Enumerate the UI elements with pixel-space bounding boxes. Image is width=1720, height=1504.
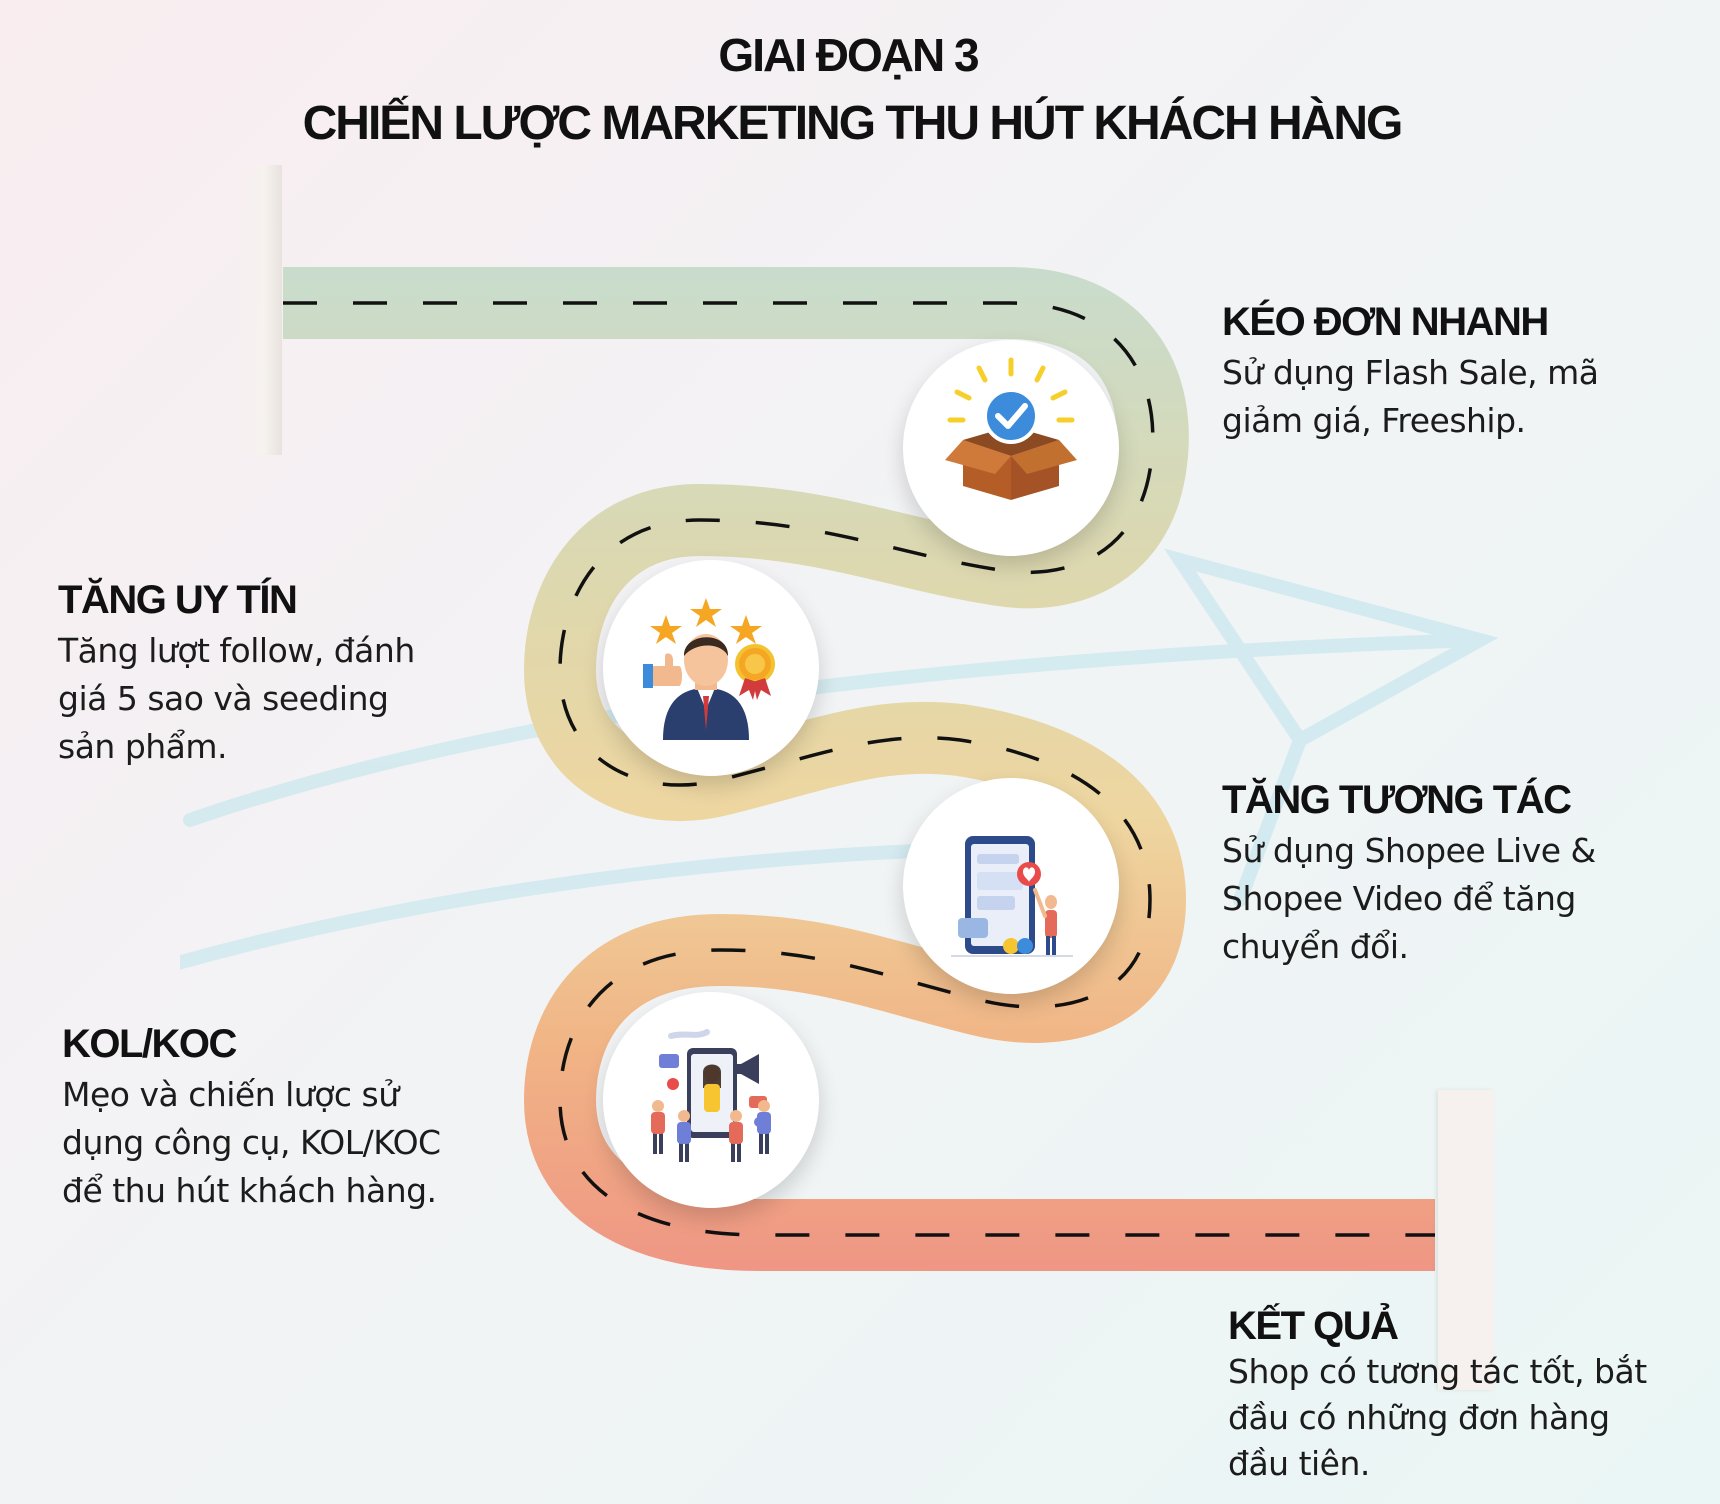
step-ket-qua: KẾT QUẢ Shop có tương tác tốt, bắt đầu c… [1228, 1304, 1647, 1487]
step-title: KOL/KOC [62, 1022, 237, 1066]
step-title: TĂNG TƯƠNG TÁC [1222, 778, 1572, 822]
stage-title: GIAI ĐOẠN 3 [718, 29, 979, 81]
start-post [238, 165, 282, 455]
milestone-circle-3 [903, 778, 1119, 994]
step-title: TĂNG UY TÍN [58, 578, 298, 622]
step-description: Tăng lượt follow, đánh giá 5 sao và seed… [58, 631, 415, 766]
phone-interaction-icon [951, 836, 1073, 957]
box-check-icon [945, 357, 1077, 500]
step-title: KÉO ĐƠN NHANH [1222, 300, 1549, 344]
step-tang-uy-tin: TĂNG UY TÍN Tăng lượt follow, đánh giá 5… [58, 578, 415, 771]
step-kol-koc: KOL/KOC Mẹo và chiến lược sử dụng công c… [62, 1022, 441, 1215]
milestone-circle-1 [903, 340, 1119, 556]
milestone-circle-2 [603, 560, 819, 776]
step-description: Mẹo và chiến lược sử dụng công cụ, KOL/K… [62, 1075, 441, 1210]
step-tang-tuong-tac: TĂNG TƯƠNG TÁC Sử dụng Shopee Live & Sho… [1222, 778, 1596, 971]
finish-post [1438, 1090, 1494, 1390]
step-description: Shop có tương tác tốt, bắt đầu có những … [1228, 1352, 1647, 1483]
road-dashes [283, 301, 1435, 1237]
step-keo-don-nhanh: KÉO ĐƠN NHANH Sử dụng Flash Sale, mã giả… [1222, 300, 1599, 445]
step-description: Sử dụng Shopee Live & Shopee Video để tă… [1222, 831, 1596, 966]
milestone-circle-4 [603, 992, 819, 1208]
step-description: Sử dụng Flash Sale, mã giảm giá, Freeshi… [1222, 353, 1599, 440]
page-title: CHIẾN LƯỢC MARKETING THU HÚT KHÁCH HÀNG [302, 97, 1404, 150]
step-title: KẾT QUẢ [1228, 1304, 1399, 1348]
reputation-stars-icon [643, 598, 775, 740]
kol-megaphone-icon [651, 1029, 771, 1162]
